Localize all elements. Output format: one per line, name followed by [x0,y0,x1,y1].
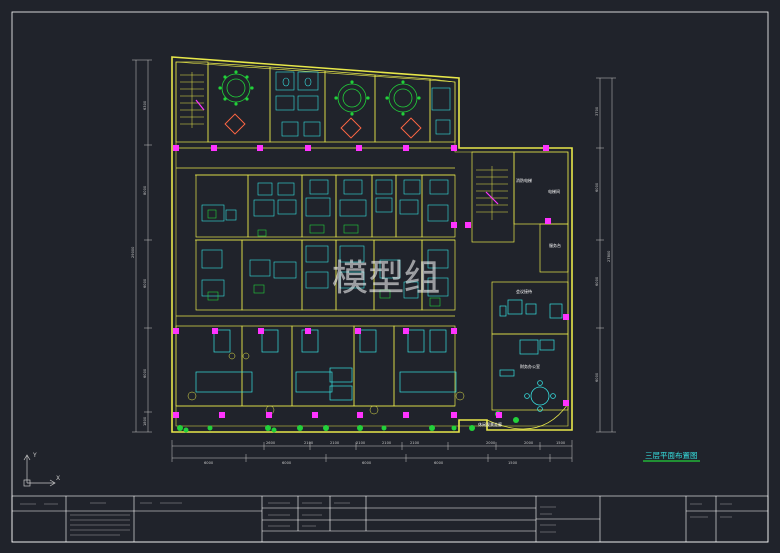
dim-bottom-top-2: 2100 [304,441,314,445]
building-outline-inner [175,61,569,427]
table-chairs [218,70,421,116]
floor-plan: 消防电梯 电梯间 服务台 会议接待 财务办公室 休闲观景走廊 [171,56,573,433]
ucs-y: Y [32,452,37,459]
dim-right-2: 6000 [595,182,599,192]
dim-bottom-2: 6000 [282,461,292,465]
ucs-icon [23,454,56,487]
office-furniture [499,299,563,377]
columns [173,145,569,418]
dim-bottom-5: 1500 [508,461,518,465]
room-furniture [201,179,449,299]
dim-bottom-top-7: 2000 [486,441,496,445]
fittings [207,209,441,307]
dim-left-3: 6000 [143,278,147,288]
dim-bottom-top-6: 2100 [410,441,420,445]
upper-rooms [176,167,456,317]
round-meeting-table [524,380,556,412]
label-reception: 会议接待 [516,288,532,294]
dim-left-4: 6000 [143,368,147,378]
label-service: 服务台 [549,242,561,248]
round-tables [221,73,418,113]
plants [177,411,519,433]
dim-bottom-top-8: 2000 [524,441,534,445]
dimension-text: 6300 8000 6000 6000 1800 29000 3700 6000… [131,100,611,465]
square-tables [224,113,422,139]
title-block [11,495,769,543]
lower-rooms [175,325,456,407]
dim-bottom-top-4: 2100 [356,441,366,445]
dim-bottom-top-5: 2100 [382,441,392,445]
label-finance: 财务办公室 [520,363,540,369]
dining-rooms [176,62,456,149]
stair-right [476,166,508,220]
dim-left-2: 8000 [143,185,147,195]
dim-bottom-top-1: 2600 [266,441,276,445]
lower-furniture [195,329,457,401]
dim-bottom-top-3: 2100 [330,441,340,445]
dim-bottom-4: 6000 [434,461,444,465]
dim-right-4: 6000 [595,372,599,382]
dim-right-1: 3700 [595,106,599,116]
dimensions [132,59,616,462]
label-elevator: 消防电梯 [516,177,532,183]
right-wing [471,151,569,430]
plan-title: 三层平面布置图 [645,450,698,460]
dim-bottom-3: 6000 [362,461,372,465]
dim-bottom-1: 6000 [204,461,214,465]
dim-bottom-top-9: 1500 [556,441,566,445]
building-outline [171,56,573,433]
dim-left-5: 1800 [143,416,147,426]
stair-left [180,72,204,128]
ucs-x: X [56,475,60,482]
dim-right-total: 27800 [607,250,611,262]
dim-left-total: 29000 [131,246,135,258]
lower-fixtures [187,352,465,415]
title-block-filler [20,502,732,536]
label-walkway: 休闲观景走廊 [478,421,502,427]
watermark: 模型组 [332,258,440,299]
dim-left-1: 6300 [143,100,147,110]
label-elevator-hall: 电梯间 [548,188,560,194]
top-bathrooms [275,71,451,137]
dim-right-3: 6000 [595,276,599,286]
